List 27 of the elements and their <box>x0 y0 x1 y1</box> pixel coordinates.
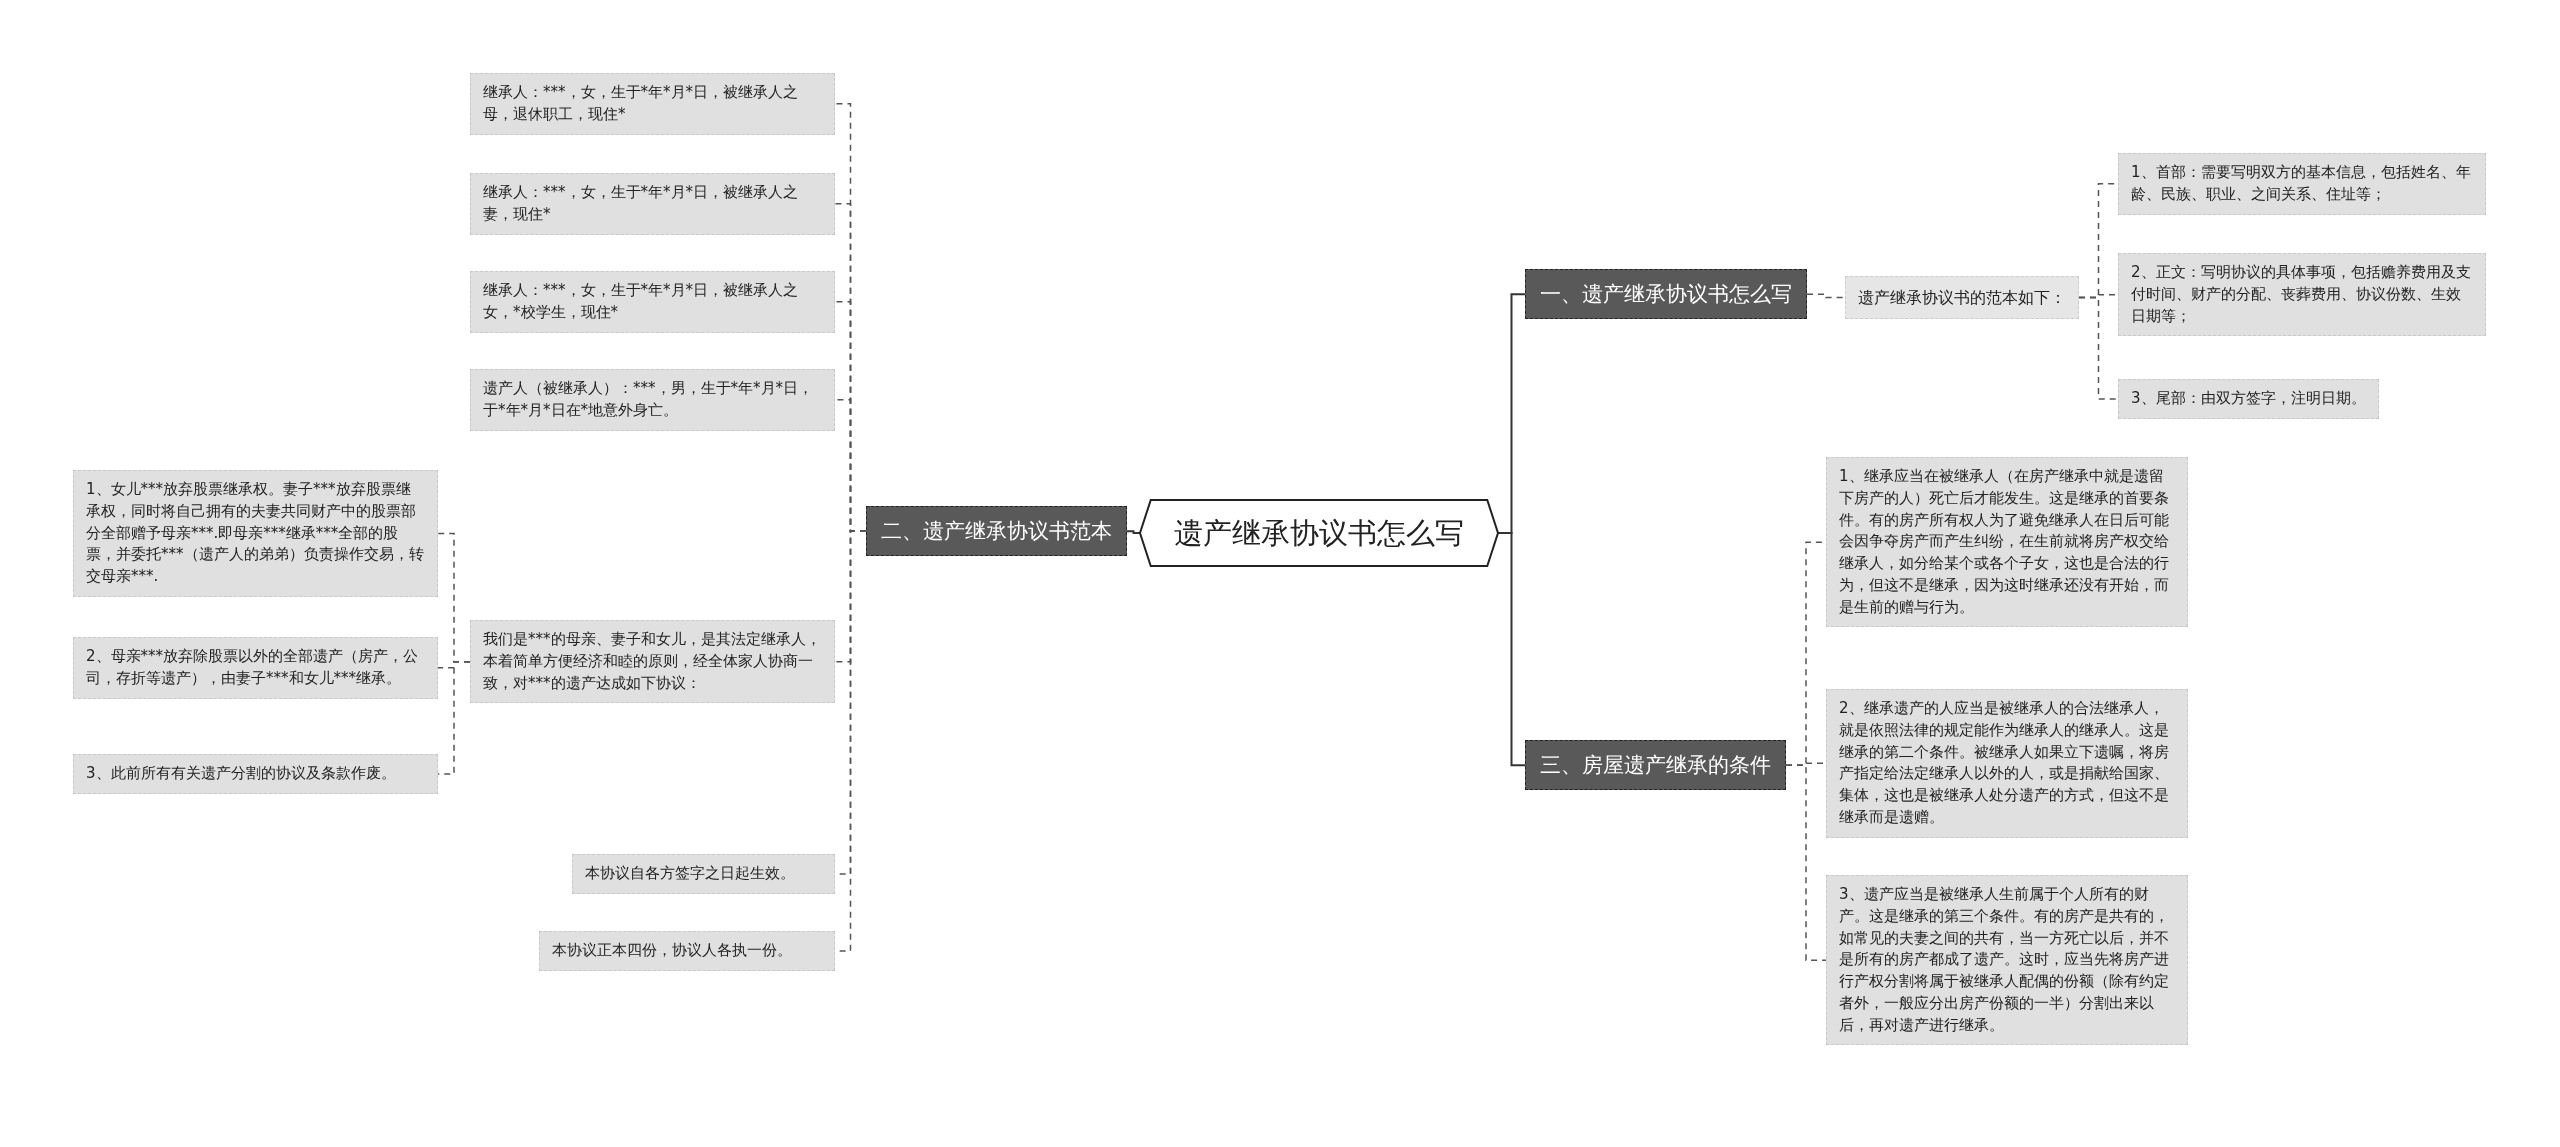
note-card: 2、母亲***放弃除股票以外的全部遗产（房产，公司，存折等遗产），由妻子***和女儿***继承。 <box>73 637 438 699</box>
central-topic-hexagon: 遗产继承协议书怎么写 <box>1140 500 1498 567</box>
note-card: 1、女儿***放弃股票继承权。妻子***放弃股票继承权，同时将自己拥有的夫妻共同财产中的股票部分全部赠予母亲***.即母亲***继承***全部的股票，并委托***（遗产人的弟弟）负责操作交易，转交母亲***. <box>73 470 438 597</box>
note-card: 1、首部：需要写明双方的基本信息，包括姓名、年龄、民族、职业、之间关系、住址等； <box>2118 153 2486 215</box>
note-card: 2、继承遗产的人应当是被继承人的合法继承人，就是依照法律的规定能作为继承人的继承人。这是继承的第二个条件。被继承人如果立下遗嘱，将房产指定给法定继承人以外的人，或是捐献给国家、集体，这也是被继承人处分遗产的方式，但这不是继承而是遗赠。 <box>1826 689 2188 838</box>
note-card: 遗产人（被继承人）：***，男，生于*年*月*日，于*年*月*日在*地意外身亡。 <box>470 369 835 431</box>
connector-line <box>1806 293 1846 299</box>
note-card: 3、尾部：由双方签字，注明日期。 <box>2118 379 2379 419</box>
branch-topic: 二、遗产继承协议书范本 <box>866 506 1127 557</box>
connector-line <box>2078 296 2119 400</box>
branch-topic: 一、遗产继承协议书怎么写 <box>1525 269 1807 320</box>
note-card: 1、继承应当在被继承人（在房产继承中就是遗留下房产的人）死亡后才能发生。这是继承的首要条件。有的房产所有权人为了避免继承人在日后可能会因争夺房产而产生纠纷，在生前就将房产权交给继承人，如分给某个或各个子女，这也是合法的行为，但这不是继承，因为这时继承还没有开始，而是生前的赠与行为。 <box>1826 457 2188 628</box>
note-card: 继承人：***，女，生于*年*月*日，被继承人之母，退休职工，现住* <box>470 73 835 135</box>
note-card: 3、此前所有有关遗产分割的协议及条款作废。 <box>73 754 438 794</box>
note-card: 我们是***的母亲、妻子和女儿，是其法定继承人，本着简单方便经济和睦的原则，经全体家人协商一致，对***的遗产达成如下协议： <box>470 620 835 704</box>
note-card: 本协议自各方签字之日起生效。 <box>572 854 835 894</box>
connector-line <box>1497 532 1526 767</box>
note-card: 本协议正本四份，协议人各执一份。 <box>539 931 835 971</box>
branch-topic: 三、房屋遗产继承的条件 <box>1525 740 1786 791</box>
note-card: 2、正文：写明协议的具体事项，包括赡养费用及支付时间、财产的分配、丧葬费用、协议份数、生效日期等； <box>2118 253 2486 337</box>
note-card: 继承人：***，女，生于*年*月*日，被继承人之女，*校学生，现住* <box>470 271 835 333</box>
note-card: 3、遗产应当是被继承人生前属于个人所有的财产。这是继承的第三个条件。有的房产是共有的，如常见的夫妻之间的共有，当一方死亡以后，并不是所有的房产都成了遗产。这时，应当先将房产进行产权分割将属于被继承人配偶的份额（除有约定者外，一般应分出房产份额的一半）分割出来以后，再对遗产进行继承。 <box>1826 875 2188 1046</box>
connector-line <box>1126 530 1141 534</box>
note-card: 继承人：***，女，生于*年*月*日，被继承人之妻，现住* <box>470 173 835 235</box>
subtopic-label: 遗产继承协议书的范本如下： <box>1845 276 2079 320</box>
connector-line <box>437 660 471 775</box>
connector-line <box>1785 764 1827 961</box>
